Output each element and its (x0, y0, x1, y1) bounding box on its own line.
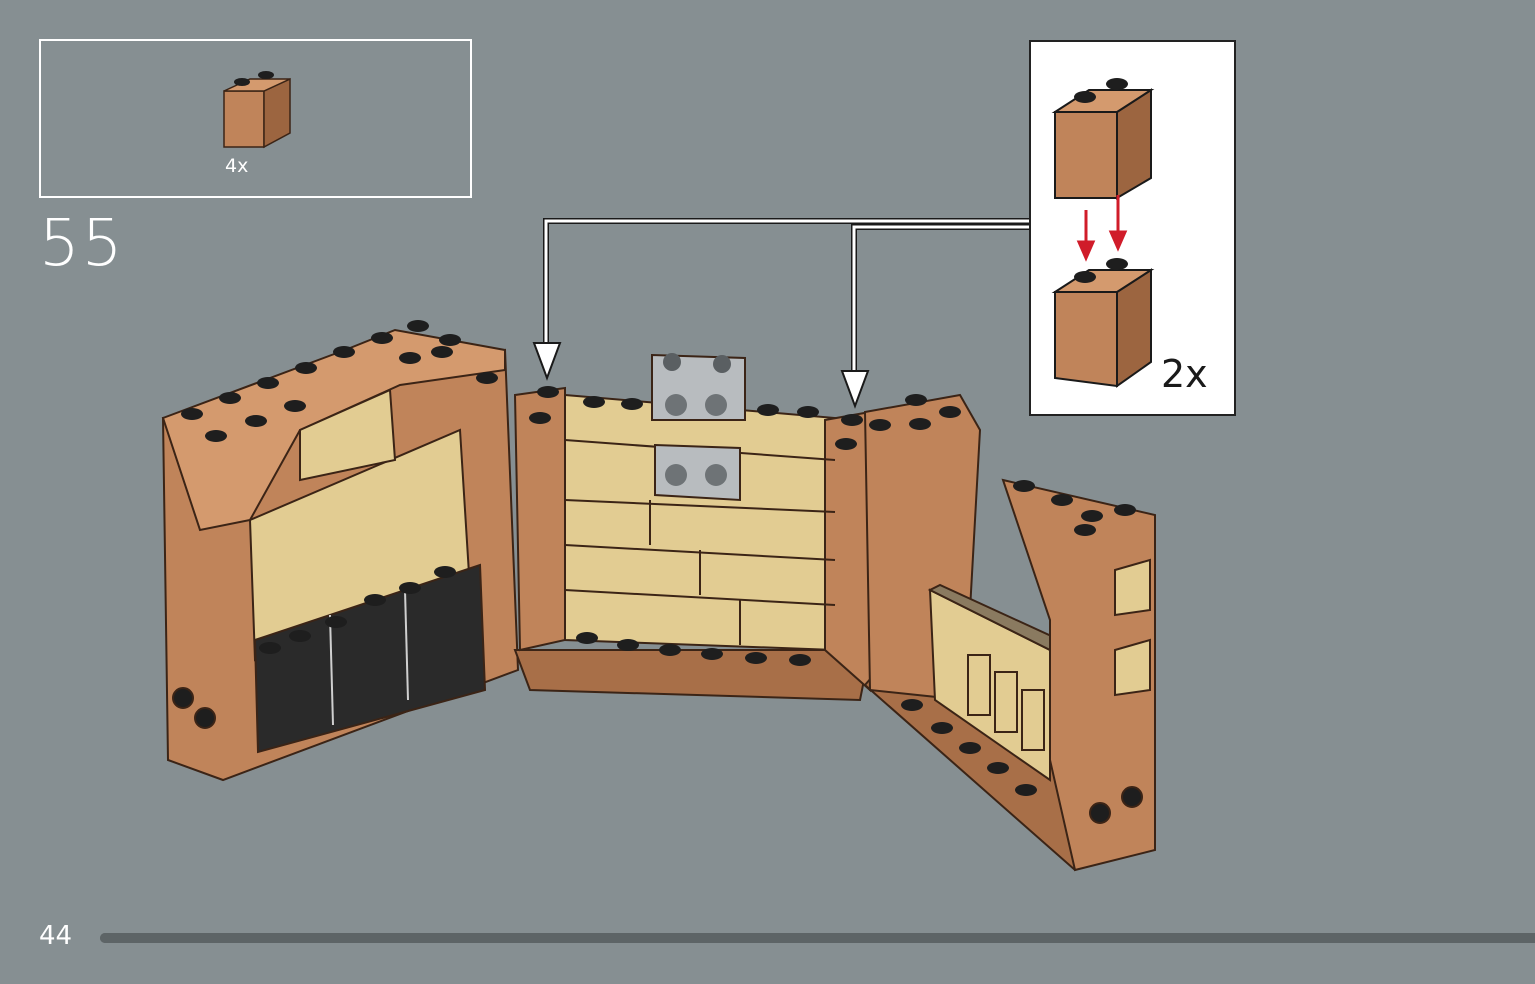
progress-bar (100, 933, 1535, 943)
parts-list-box: 4x (39, 39, 472, 198)
right-wall-studs (869, 394, 1136, 796)
part-quantity: 4x (225, 155, 249, 177)
left-wall-studs (181, 320, 498, 654)
center-wall (513, 353, 872, 702)
brick-1x2x2-medium-nougat-icon (223, 71, 291, 149)
step-number: 55 (39, 207, 125, 281)
progress-bar-fill (100, 933, 1535, 943)
page-number: 44 (39, 921, 73, 951)
callout-arrows (543, 218, 1029, 372)
center-wall-studs (529, 353, 863, 666)
subassembly-quantity: 2x (1161, 352, 1208, 396)
left-wall (161, 328, 520, 782)
arrow-head-left-icon (532, 342, 562, 381)
arrow-head-right-icon (840, 370, 870, 409)
stacked-bricks-subassembly-icon (1051, 78, 1155, 388)
right-wall (863, 393, 1156, 872)
subassembly-callout: 2x (1029, 40, 1236, 416)
